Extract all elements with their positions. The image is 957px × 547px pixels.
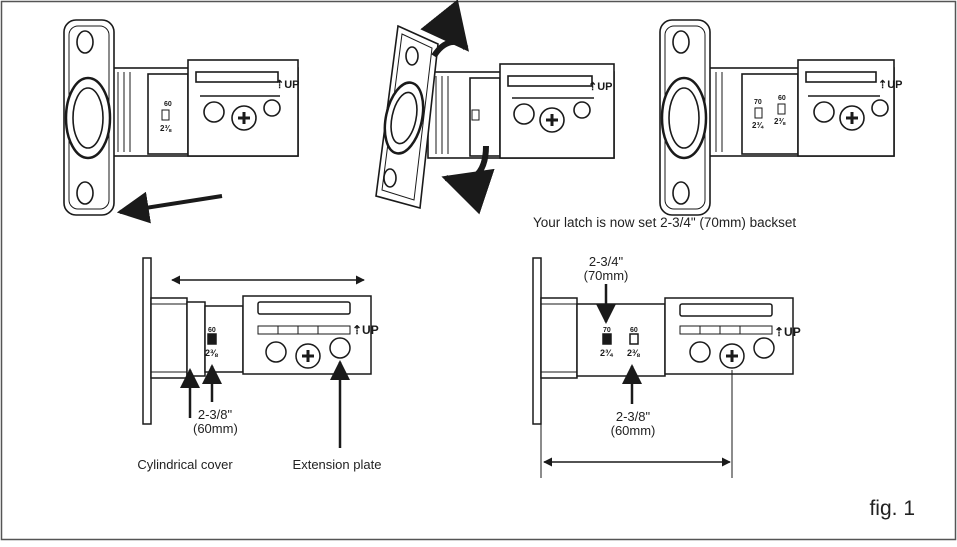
svg-text:60: 60	[208, 327, 216, 334]
label-cylindrical-cover: Cylindrical cover	[137, 457, 233, 472]
svg-text:⇡UP: ⇡UP	[352, 323, 379, 337]
label-right-70-mm: (70mm)	[583, 268, 629, 283]
latch-side-view-left: ⇡UP 60 2⅜	[142, 257, 379, 425]
rotate-arrow-bottom	[441, 145, 495, 215]
svg-text:⇡UP: ⇡UP	[275, 79, 300, 91]
label-right-60-in: 2-3/8"	[615, 409, 651, 424]
svg-text:2¾: 2¾	[752, 121, 764, 130]
latch-top-middle: ⇡UP	[375, 24, 615, 210]
svg-text:⇡UP: ⇡UP	[774, 325, 801, 339]
label-left-60-in: 2-3/8"	[197, 407, 233, 422]
svg-text:70: 70	[603, 327, 611, 334]
latch-top-right: ⇡UP 70 2¾ 60 2⅜	[659, 19, 903, 216]
label-right-70-in: 2-3/4"	[588, 254, 624, 269]
latch-side-view-right: ⇡UP 70 2¾ 60 2⅜	[532, 257, 801, 425]
label-extension-plate: Extension plate	[292, 457, 382, 472]
latch-top-left: ⇡UP 60 2⅜	[63, 19, 300, 216]
svg-text:⇡UP: ⇡UP	[588, 81, 613, 93]
svg-text:2⅜: 2⅜	[774, 117, 786, 126]
svg-text:60: 60	[164, 101, 172, 108]
svg-text:⇡UP: ⇡UP	[878, 79, 903, 91]
svg-text:70: 70	[754, 99, 762, 106]
svg-text:2⅜: 2⅜	[627, 348, 640, 358]
figure-label: fig. 1	[869, 497, 915, 520]
svg-text:60: 60	[778, 95, 786, 102]
rotate-arrow-top	[420, 0, 470, 58]
label-left-60-mm: (60mm)	[193, 421, 238, 436]
svg-text:2⅜: 2⅜	[205, 348, 218, 358]
svg-text:2¾: 2¾	[600, 348, 614, 358]
svg-text:2⅜: 2⅜	[160, 124, 172, 133]
svg-text:60: 60	[630, 327, 638, 334]
arrow-pull-out	[116, 191, 223, 224]
caption-backset: Your latch is now set 2-3/4" (70mm) back…	[533, 215, 797, 230]
label-right-60-mm: (60mm)	[610, 423, 656, 438]
